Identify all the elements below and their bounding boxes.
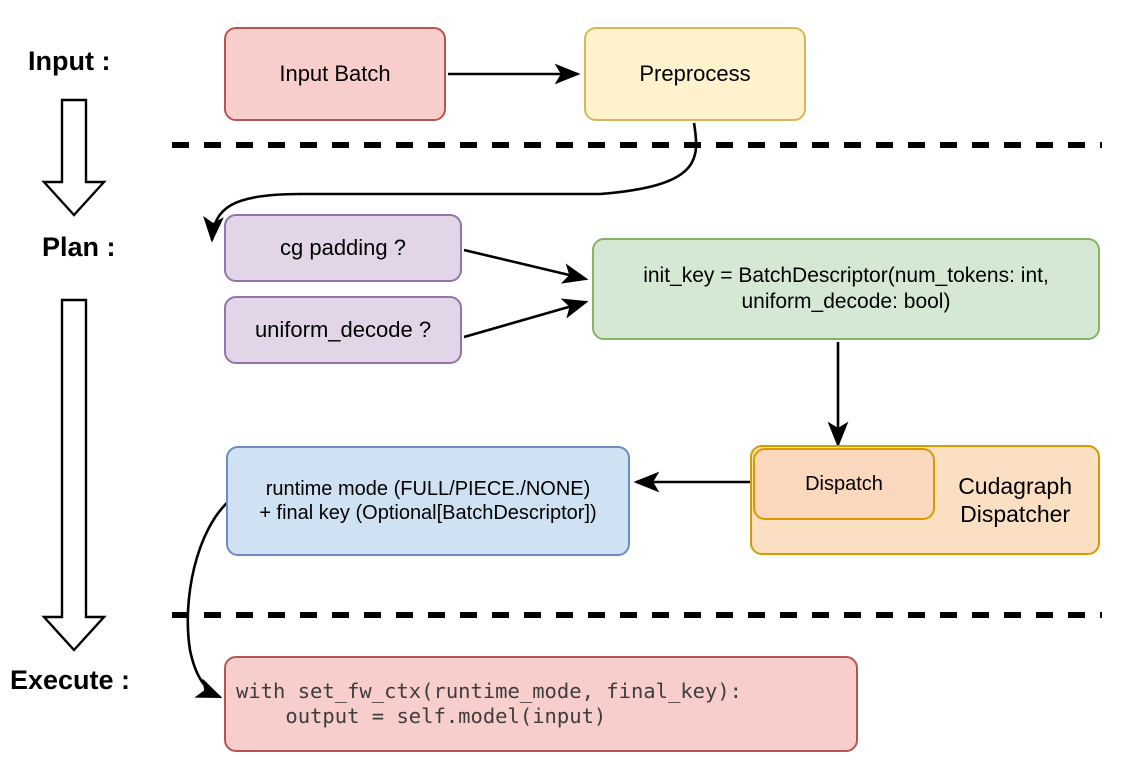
node-init-key[interactable]: init_key = BatchDescriptor(num_tokens: i… bbox=[592, 238, 1100, 340]
node-code-block[interactable]: with set_fw_ctx(runtime_mode, final_key)… bbox=[224, 656, 858, 752]
input-to-plan-arrow bbox=[41, 98, 107, 217]
node-uniform-decode[interactable]: uniform_decode ? bbox=[224, 296, 462, 364]
edge-uniform-decode-to-init-key bbox=[463, 298, 589, 339]
plan-to-execute-arrow bbox=[41, 298, 107, 652]
node-preprocess[interactable]: Preprocess bbox=[584, 27, 806, 121]
node-runtime-mode[interactable]: runtime mode (FULL/PIECE./NONE) + final … bbox=[226, 446, 630, 556]
node-dispatch[interactable]: Dispatch bbox=[753, 448, 935, 520]
stage-label-input: Input : bbox=[28, 46, 111, 76]
stage-label-plan: Plan : bbox=[42, 232, 116, 262]
node-cg-padding[interactable]: cg padding ? bbox=[224, 214, 462, 282]
node-input-batch[interactable]: Input Batch bbox=[224, 27, 446, 121]
edge-cg-padding-to-init-key bbox=[463, 248, 589, 284]
stage-label-execute: Execute : bbox=[10, 665, 131, 695]
